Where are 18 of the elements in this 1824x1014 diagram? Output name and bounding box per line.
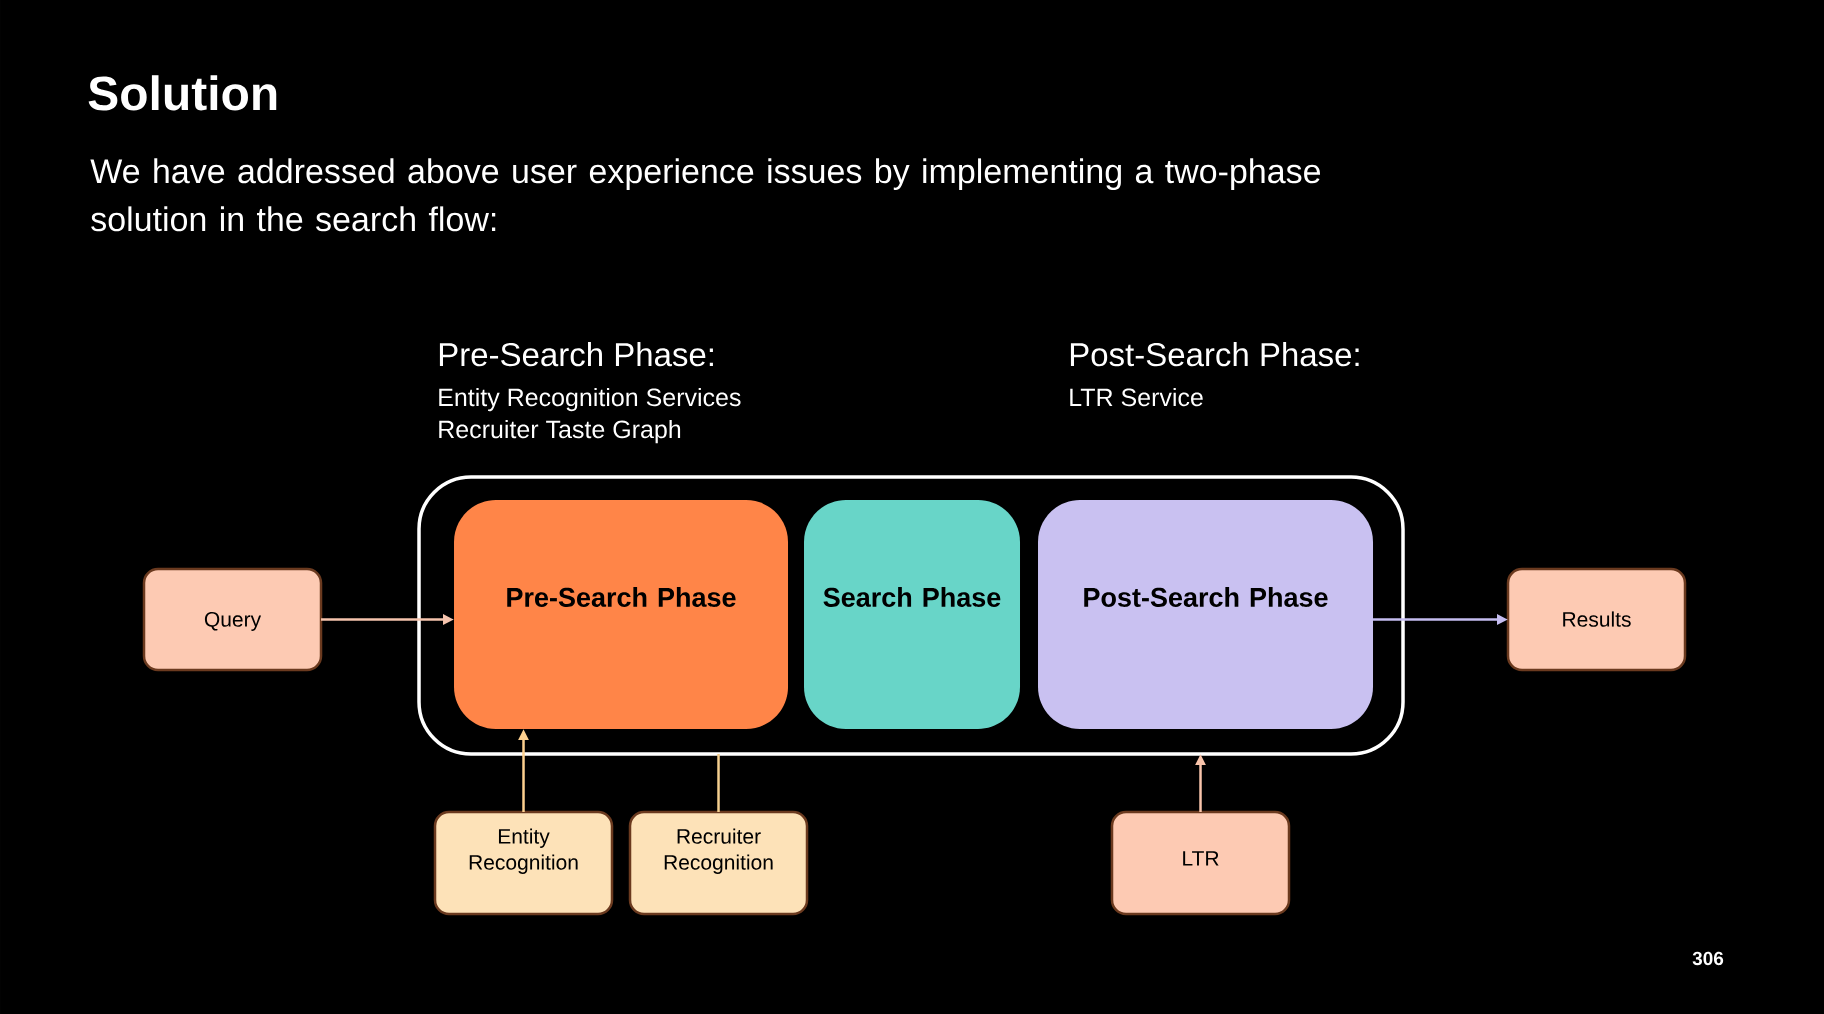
phase-heading: Pre-Search Phase:: [439, 342, 713, 367]
phase-box: Pre-Search Phase: [454, 500, 788, 729]
phase-box: Search Phase: [804, 500, 1020, 729]
connector-line: [717, 754, 720, 812]
phase-detail: Entity Recognition Services: [439, 387, 741, 412]
process-box: LTR: [1110, 810, 1291, 916]
subtitle: We have addressed above user experience issues by implementing a two-phase solution in the search flow:: [90, 158, 1321, 232]
phase-heading: Post-Search Phase:: [1070, 342, 1359, 367]
process-box: Entity Recognition: [433, 810, 614, 916]
process-box: Results: [1506, 567, 1687, 672]
page-number: 306: [1692, 951, 1724, 966]
phase-box: Post-Search Phase: [1038, 500, 1373, 729]
phase-detail: LTR Service: [1070, 387, 1203, 407]
container-frame: [417, 475, 1405, 756]
phase-detail: Recruiter Taste Graph: [439, 419, 681, 444]
slide-title: Solution: [88, 75, 277, 111]
process-box: Recruiter Recognition: [628, 810, 809, 916]
process-box: Query: [142, 567, 323, 672]
